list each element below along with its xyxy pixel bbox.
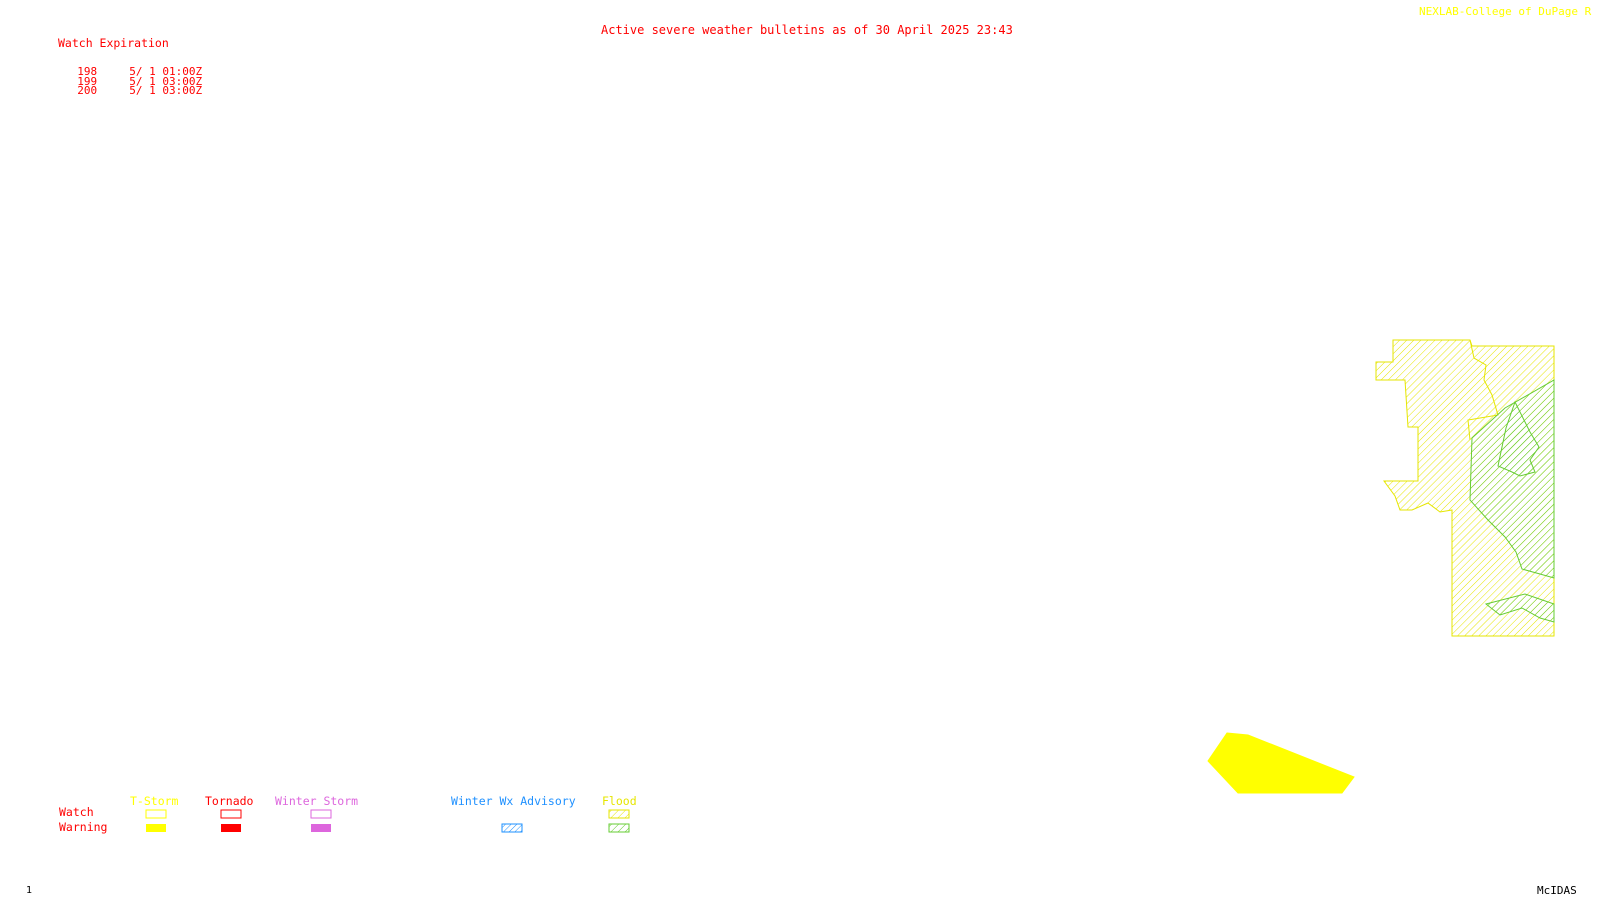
legend-winter-storm-label: Winter Storm (275, 794, 359, 808)
watch-row: 200 5/ 1 03:00Z (64, 74, 202, 96)
flood-warning-area (1497, 400, 1540, 477)
flood-watch-boundary (1467, 339, 1499, 441)
legend-watch-row-label: Watch (59, 805, 94, 819)
watch-number: 199 (77, 75, 98, 88)
legend-tornado-label: Tornado (205, 794, 254, 808)
legend-tstorm-label: T-Storm (130, 794, 179, 808)
watch-number: 198 (77, 65, 98, 78)
watch-expiration: 5/ 1 01:00Z (129, 65, 203, 78)
watch-row: 198 5/ 1 01:00Z (64, 55, 202, 77)
legend-flood-watch (608, 809, 630, 819)
flood-warning-area (1469, 379, 1555, 579)
watch-table-header: Watch Expiration (58, 36, 169, 50)
frame-number: 1 (26, 885, 33, 896)
tstorm-warning-area (1207, 732, 1355, 794)
legend-winter-advisory-warning (501, 823, 523, 833)
legend-winter-advisory-label: Winter Wx Advisory (451, 794, 576, 808)
watch-expiration: 5/ 1 03:00Z (129, 75, 203, 88)
legend-tornado-watch (220, 809, 242, 819)
page-title: Active severe weather bulletins as of 30… (601, 23, 1013, 37)
watch-row: 199 5/ 1 03:00Z (64, 65, 202, 87)
legend-flood-warning (608, 823, 630, 833)
credit-label: NEXLAB-College of DuPage R (1419, 5, 1592, 18)
legend-winter-storm-watch (310, 809, 332, 819)
legend-warning-row-label: Warning (59, 820, 108, 834)
legend-tstorm-watch (145, 809, 167, 819)
legend-flood-label: Flood (602, 794, 637, 808)
legend-winter-storm-warning (311, 824, 331, 832)
flood-warning-area (1484, 593, 1555, 623)
watch-expiration: 5/ 1 03:00Z (129, 84, 203, 97)
software-label: McIDAS (1537, 884, 1577, 897)
legend-tornado-warning (221, 824, 241, 832)
watch-number: 200 (77, 84, 98, 97)
legend-tstorm-warning (146, 824, 166, 832)
